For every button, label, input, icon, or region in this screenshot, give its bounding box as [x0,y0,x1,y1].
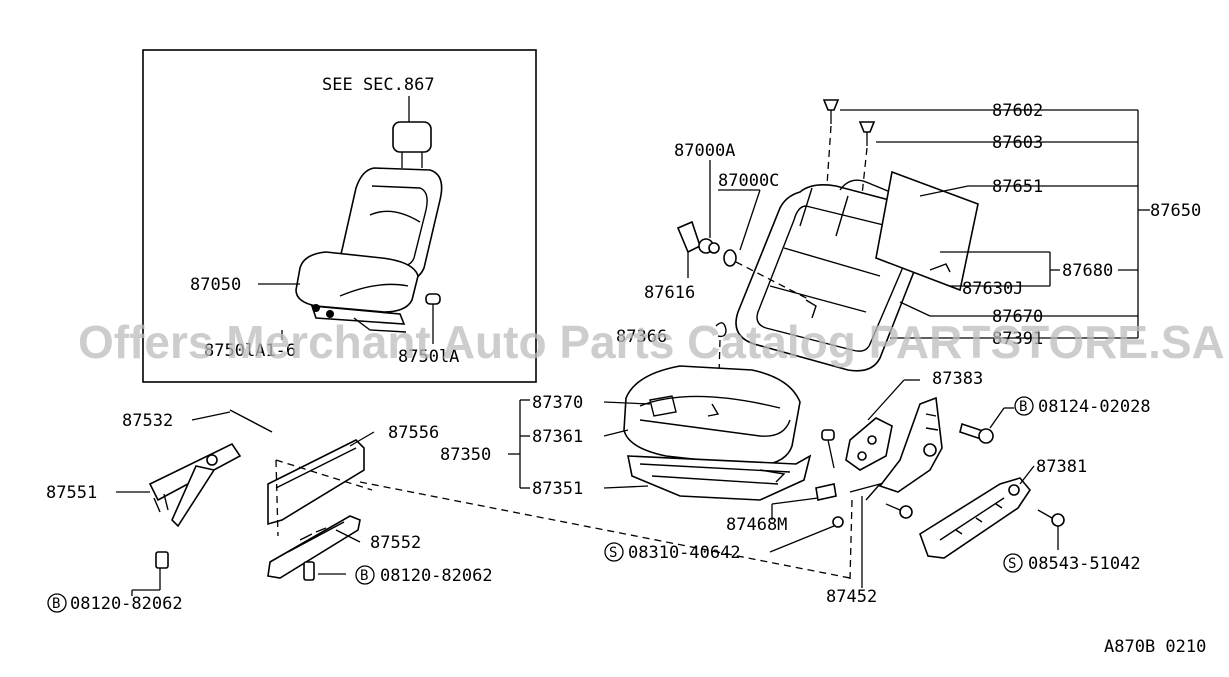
backboard-87651 [875,170,979,292]
spring-87532 [229,409,273,433]
cover-87556 [267,439,365,526]
label-08310-40642: 08310-40642 [628,543,741,563]
recliner-mechanism [878,396,943,493]
label-87651: 87651 [992,177,1043,197]
diagram-code: A870B 0210 [1104,637,1206,657]
label-87556: 87556 [388,423,439,443]
label-87616: 87616 [644,283,695,303]
label-87361: 87361 [532,427,583,447]
label-87366: 87366 [616,327,667,347]
label-see-section: SEE SEC.867 [322,75,435,95]
rail-87381 [919,477,1031,559]
hook-87366 [715,322,727,338]
label-87630j: 87630J [962,279,1023,299]
label-87680: 87680 [1062,261,1113,281]
inset-frame [142,49,537,383]
label-87650: 87650 [1150,201,1201,221]
washer-87000c [723,249,737,267]
label-87670: 87670 [992,307,1043,327]
label-87370: 87370 [532,393,583,413]
cushion-frame-87351 [627,454,812,501]
inset-panel: SEE SEC.867 87050 8750lA1-6 8750lA [142,49,537,383]
label-08120-82062-left: 08120-82062 [70,594,183,614]
label-08124-02028: 08124-02028 [1038,397,1151,417]
inset-cushion [295,251,419,313]
label-87050: 87050 [190,275,241,295]
mark-b-08124: B [1019,399,1027,415]
bracket-87616 [676,220,701,254]
label-8750la1-6: 8750lA1-6 [204,341,296,361]
bolt-08124 [978,428,994,444]
mark-s-08543: S [1008,556,1016,572]
label-87383: 87383 [932,369,983,389]
label-87000a: 87000A [674,141,735,161]
cushion-assembly [508,322,812,501]
slide-assembly [116,409,851,590]
label-08543-51042: 08543-51042 [1028,554,1141,574]
rail-87552 [267,515,361,579]
clip-87602 [822,99,840,111]
label-87603: 87603 [992,133,1043,153]
watermark-text: Offers Merchant Auto Parts Catalog PARTS… [78,316,1225,368]
label-87532: 87532 [122,411,173,431]
label-87551: 87551 [46,483,97,503]
label-08120-82062-mid: 08120-82062 [380,566,493,586]
label-87391: 87391 [992,329,1043,349]
cushion-87370 [623,365,801,467]
label-87552: 87552 [370,533,421,553]
inset-headrest [392,121,432,153]
mark-s-08310: S [609,545,617,561]
clip-87603 [858,121,876,133]
label-87602: 87602 [992,101,1043,121]
label-87350: 87350 [440,445,491,465]
part-labels: 87602 87603 87651 87650 87680 87630J 876… [46,101,1201,614]
mark-b-08120-mid: B [360,568,368,584]
label-87452: 87452 [826,587,877,607]
label-87468m: 87468M [726,515,787,535]
label-87000c: 87000C [718,171,779,191]
label-87381: 87381 [1036,457,1087,477]
label-87351: 87351 [532,479,583,499]
mark-b-08120-left: B [52,596,60,612]
seatback-assembly [676,99,1150,372]
recliner-assembly [769,379,1065,588]
clip-87468m [815,483,837,501]
label-8750la: 8750lA [398,347,459,367]
cover-87383 [845,417,893,471]
